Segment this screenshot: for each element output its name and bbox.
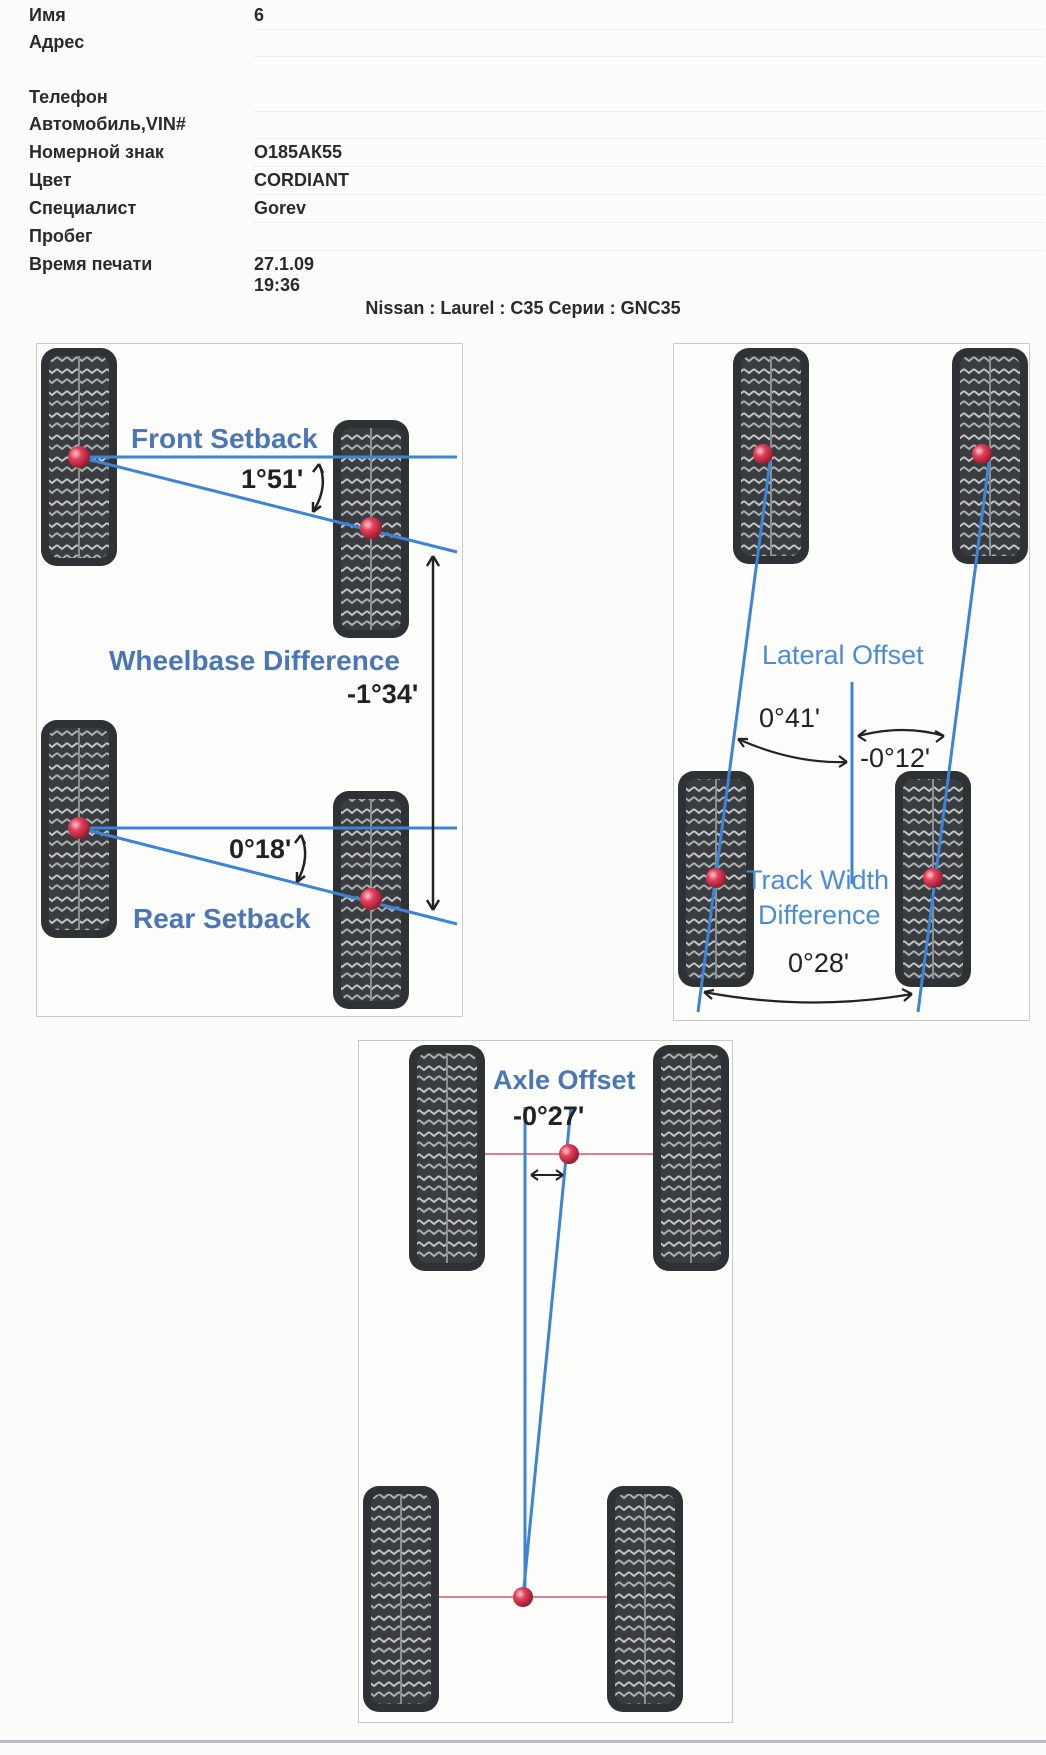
tyre-rear-left [363,1486,439,1712]
color-value: CORDIANT [254,170,349,190]
rear-setback-label: Rear Setback [133,903,311,934]
front-right-point [360,517,382,539]
info-underline [254,194,1044,195]
front-setback-value: 1°51' [241,464,303,494]
info-underline [254,166,1044,167]
front-left-point [753,444,773,464]
left-wheel-line [696,453,773,1013]
info-underline [254,222,1044,223]
axle-diagram: Axle Offset -0°27' [363,1045,729,1712]
name-value: 6 [254,5,265,25]
tyre-front-left [409,1045,485,1271]
front-axle-point [559,1144,579,1164]
vehicle-title: Nissan : Laurel : C35 Серии : GNC35 [365,298,681,318]
right-offset-value: -0°12' [860,743,930,773]
address-label: Адрес [29,32,85,52]
vin-label: Автомобиль,VIN# [29,114,186,134]
setback-diagram: Front Setback 1°51' Wheelbase Difference… [41,348,458,1009]
left-offset-value: 0°41' [759,703,820,733]
info-underline [254,56,1044,57]
front-setback-label: Front Setback [131,423,318,454]
rear-right-point [923,868,943,888]
info-underline [254,29,1044,30]
wheelbase-value: -1°34' [347,679,418,709]
front-right-point [972,444,992,464]
specialist-label: Специалист [29,198,137,218]
lateral-offset-label: Lateral Offset [762,640,924,670]
info-underline [254,138,1044,139]
page-bottom-border [0,1740,1046,1743]
wheelbase-label: Wheelbase Difference [109,645,400,676]
rear-left-point [706,868,726,888]
offset-diagram: Lateral Offset 0°41' -0°12' Track Width … [678,348,1028,1013]
right-offset-arrow [857,728,945,738]
front-left-point [68,446,90,468]
front-setback-line [78,455,458,554]
rear-left-point [68,817,90,839]
track-width-label-line2: Difference [758,900,881,930]
rear-axle-point [513,1587,533,1607]
rear-setback-line [78,826,458,926]
rear-right-point [360,888,382,910]
color-label: Цвет [29,170,72,190]
info-underline [254,250,1044,251]
mileage-label: Пробег [29,226,93,246]
track-width-arrow [703,990,913,1004]
offset-panel: Lateral Offset 0°41' -0°12' Track Width … [673,343,1030,1021]
phone-label: Телефон [29,87,108,107]
left-offset-arrow [737,737,848,764]
print-time-label: Время печати [29,254,153,274]
track-width-value: 0°28' [788,948,849,978]
axle-panel: Axle Offset -0°27' [358,1040,733,1723]
name-label: Имя [29,5,66,25]
tyre-front-right [653,1045,729,1271]
info-underline [254,111,1044,112]
right-wheel-line [916,453,992,1013]
setback-panel: Front Setback 1°51' Wheelbase Difference… [36,343,463,1017]
print-time-value: 27.1.09 19:36 [254,254,315,295]
specialist-value: Gorev [254,198,307,218]
axle-offset-label: Axle Offset [493,1065,636,1095]
rear-setback-value: 0°18' [229,834,291,864]
track-width-label-line1: Track Width [746,865,889,895]
tyre-rear-right [607,1486,683,1712]
axle-offset-line [521,1106,573,1598]
plate-label: Номерной знак [29,142,164,162]
plate-value: О185АК55 [254,142,343,162]
axle-offset-value: -0°27' [513,1101,584,1131]
